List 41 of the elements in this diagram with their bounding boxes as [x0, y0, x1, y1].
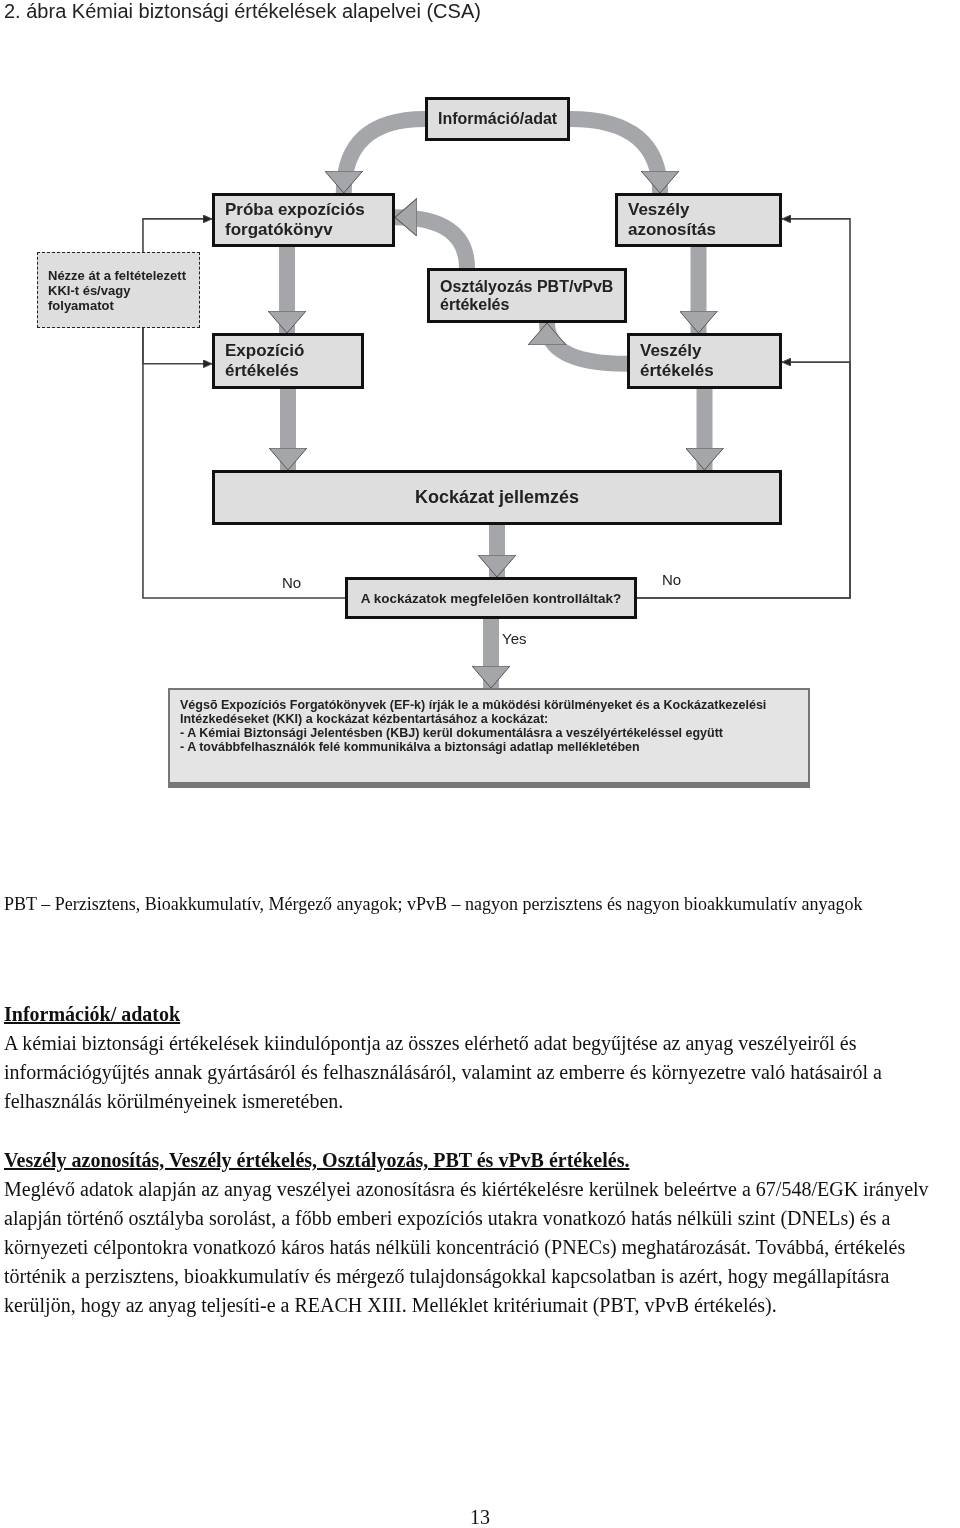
process-box: [212, 193, 395, 247]
node-text: Expozíció értékelés: [225, 341, 306, 381]
block-arrow: [685, 389, 724, 471]
block-arrow: [471, 619, 511, 689]
process-box: [615, 193, 782, 247]
section-heading: Veszély azonosítás, Veszély értékelés, Osztályozás, PBT és vPvB értékelés.: [4, 1148, 631, 1174]
arrow: [636, 357, 851, 599]
note-text: Végsõ Expozíciós Forgatókönyvek (EF-k) írják le a mûködési körülményeket és a Kockázatkezelési Intézkedéseket (KKI) a kockázat kézbentartásához a kockázat:: [180, 698, 768, 726]
page-number: 13: [470, 1505, 491, 1528]
node-text: Próba expozíciós forgatókönyv: [225, 200, 366, 240]
block-arrow: [679, 247, 718, 334]
process-box: [425, 97, 570, 141]
node-text: Információ/adat: [438, 110, 557, 128]
block-arrow: [267, 247, 307, 334]
process-box: [37, 252, 200, 328]
note-box: [168, 688, 810, 788]
process-box: [627, 333, 782, 389]
arrow: [142, 327, 213, 369]
node-text: A kockázatok megfelelõen kontrolláltak?: [360, 590, 622, 606]
block-arrow: [477, 525, 517, 578]
note-text: - A Kémiai Biztonsági Jelentésben (KBJ) kerül dokumentálásra a veszélyértékeléssel együtt: [180, 726, 725, 740]
footnote-text: PBT – Perzisztens, Bioakkumulatív, Mérgező anyagok; vPvB – nagyon perzisztens és nagyon bioakkumulatív anyagok: [4, 893, 864, 916]
node-text: Veszély azonosítás: [628, 200, 717, 240]
decision-box: [345, 577, 637, 619]
block-arrow: [529, 322, 628, 372]
figure-title: 2. ábra Kémiai biztonsági értékelések alapelvei (CSA): [4, 0, 481, 23]
block-arrow: [394, 198, 475, 269]
node-text: Kockázat jellemzés: [413, 487, 581, 508]
body-paragraph: Meglévő adatok alapján az anyag veszélyei azonosításra és kiértékelésre kerülnek beleértve a 67/548/EGK irányelv alapján történő osztályba sorolást, a főbb emberi expozíciós utakra vonatkozó hatás nélküli szint (DNELs) és a környezeti célpontokra vonatkozó káros hatás nélküli koncentráció (PNECs) meghatározását. Továbbá, értékelés történik a perzisztens, bioakkumulatív és mérgező tulajdonságokkal kapcsolatban is azért, hogy megállapításra kerüljön, hogy az anyag teljesíti-e a REACH XIII. Melléklet kritériumait (PBT, vPvB értékelés).: [4, 1177, 930, 1319]
node-text: Osztályozás PBT/vPvB értékelés: [440, 277, 614, 314]
node-text: Veszély értékelés: [640, 341, 715, 381]
block-arrow: [569, 111, 679, 194]
body-paragraph: A kémiai biztonsági értékelések kiindulópontja az összes elérhető adat begyűjtése az anyag veszélyeiről és információgyűjtés annak gyártásáról és felhasználásáról, valamint az emberre és környezetre való hatásairól a felhasználás körülményeinek ismeretében.: [4, 1031, 883, 1115]
process-box: [427, 268, 627, 323]
arrow: [142, 214, 213, 253]
block-arrow: [268, 389, 308, 471]
process-box: [212, 470, 782, 525]
section-heading: Információk/ adatok: [4, 1002, 182, 1027]
node-text: Nézze át a feltételezett KKI-t és/vagy folyamatot: [48, 267, 187, 313]
process-box: [212, 333, 364, 389]
note-text: - A továbbfelhasználók felé kommunikálva a biztonsági adatlap mellékletében: [180, 740, 641, 754]
